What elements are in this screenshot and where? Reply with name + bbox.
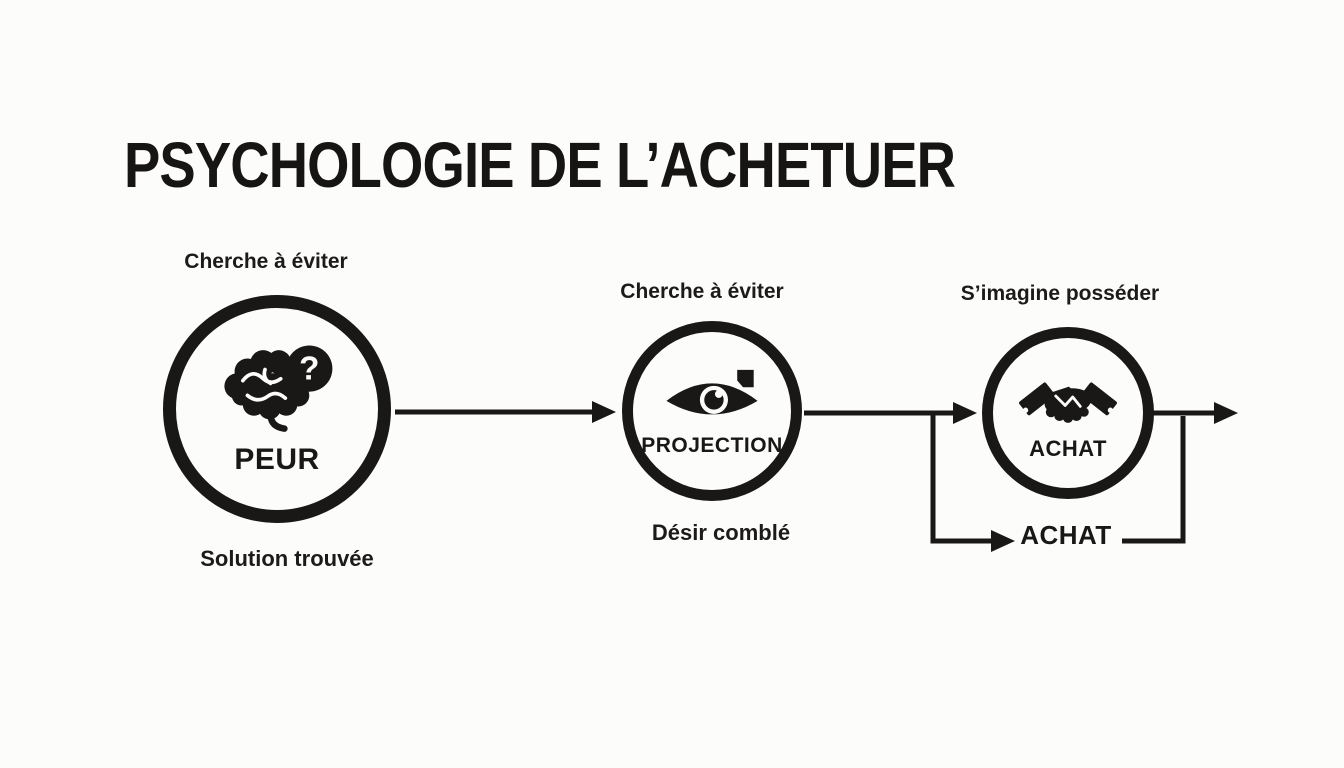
node-achat-label: ACHAT [1029,436,1107,461]
question-mark-glyph: ? [299,351,319,388]
label-above-achat: S’imagine posséder [960,282,1160,305]
label-above-peur: Cherche à éviter [184,250,348,273]
page-title: PSYCHOLOGIE DE L’ACHETUER [124,129,956,201]
handshake-icon [1019,382,1117,423]
eye-icon [666,369,758,415]
arrow-achat-exit [1152,402,1238,424]
node-achat: ACHAT [982,327,1154,499]
arrow-projection-to-achat [804,402,977,424]
node-peur: ? PEUR [163,295,391,523]
node-projection: PROJECTION [622,321,802,501]
label-below-projection: Désir comblé [651,520,791,545]
bypass-achat-label: ACHAT [1020,520,1112,550]
label-below-peur: Solution trouvée [200,546,374,571]
node-projection-label: PROJECTION [641,434,783,457]
label-above-projection: Cherche à éviter [620,280,784,303]
node-peur-label: PEUR [234,443,320,476]
brain-question-icon: ? [224,345,333,432]
arrow-peur-to-projection [395,401,616,423]
